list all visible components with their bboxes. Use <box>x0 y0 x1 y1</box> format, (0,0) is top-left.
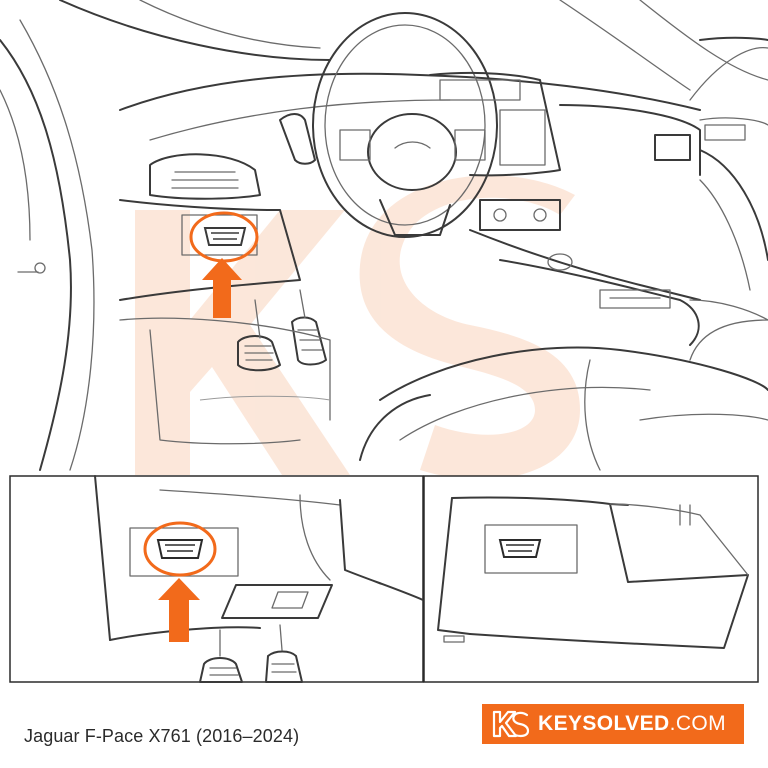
obd-port-icon <box>203 227 247 246</box>
brand-name-suffix: .COM <box>669 712 727 735</box>
up-arrow-icon <box>158 578 200 642</box>
vehicle-caption: Jaguar F-Pace X761 (2016–2024) <box>24 726 300 746</box>
up-arrow-icon <box>202 258 242 318</box>
inset-panel-left <box>9 475 424 683</box>
ks-logo-icon <box>482 704 538 744</box>
car-interior-illustration <box>0 0 768 471</box>
inset-panel-right <box>423 475 759 683</box>
obd-port-icon <box>498 539 542 558</box>
obd-port-highlight-inset <box>143 521 217 642</box>
brand-banner: KEYSOLVED.COM <box>482 704 744 744</box>
obd-port-highlight-main <box>189 211 259 318</box>
brand-name: KEYSOLVED.COM <box>538 712 726 736</box>
brand-name-bold: KEYSOLVED <box>538 712 670 735</box>
ks-watermark <box>135 175 580 480</box>
